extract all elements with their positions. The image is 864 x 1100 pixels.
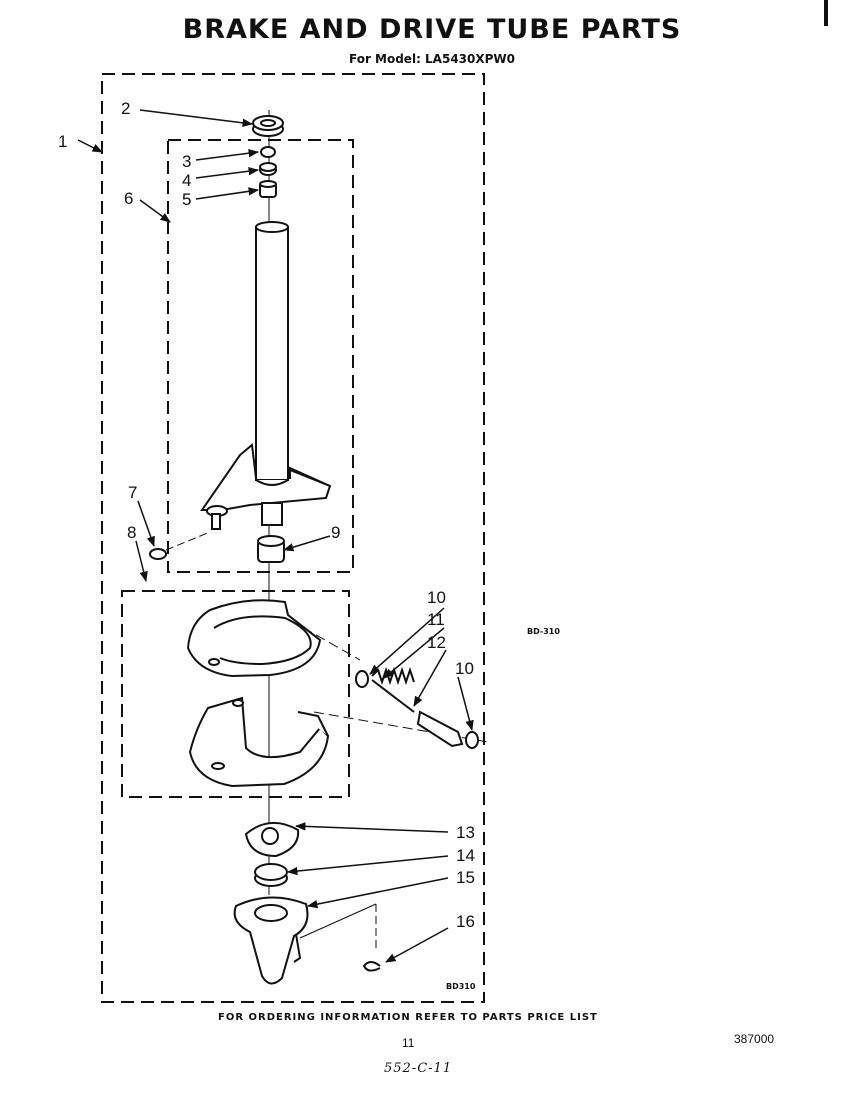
callout-8: 8 (127, 523, 136, 542)
part-washer-7 (149, 548, 167, 560)
callout-15: 15 (456, 868, 475, 887)
drawing-id-corner: BD310 (446, 982, 476, 991)
callout-1: 1 (58, 132, 67, 151)
part-brake-shoe-lower (188, 696, 330, 788)
callout-11: 11 (427, 610, 445, 629)
callout-9: 9 (331, 523, 340, 542)
page-title: BRAKE AND DRIVE TUBE PARTS (182, 14, 682, 45)
assembly-box-8 (121, 590, 350, 798)
callout-6: 6 (124, 189, 133, 208)
callout-16: 16 (456, 912, 475, 931)
ordering-info: FOR ORDERING INFORMATION REFER TO PARTS … (218, 1012, 598, 1023)
part-seal (252, 115, 284, 137)
callout-3: 3 (182, 152, 191, 171)
drawing-id-side: BD-310 (527, 627, 560, 636)
handwritten-note: 552-C-11 (384, 1061, 453, 1076)
part-clip (362, 961, 381, 972)
callout-13: 13 (456, 823, 475, 842)
part-drive-tube (200, 221, 332, 530)
assembly-box-1 (101, 73, 485, 1003)
document-number: 387000 (734, 1032, 775, 1046)
model-subtitle: For Model: LA5430XPW0 (348, 52, 516, 66)
page-number: 11 (402, 1036, 415, 1050)
callout-12: 12 (427, 633, 446, 652)
callout-10a: 10 (427, 588, 446, 607)
callout-2: 2 (121, 99, 130, 118)
callout-4: 4 (182, 171, 191, 190)
part-rings (259, 146, 277, 198)
part-brake-shoe-upper (186, 599, 322, 678)
part-plate (244, 822, 300, 858)
callout-14: 14 (456, 846, 475, 865)
callout-5: 5 (182, 190, 191, 209)
callout-7: 7 (128, 483, 137, 502)
callout-10b: 10 (455, 659, 474, 678)
part-hub (233, 896, 309, 985)
part-clamp-ring (254, 863, 288, 887)
part-bushing (257, 535, 285, 563)
assembly-box-6 (167, 139, 354, 573)
scan-edge-mark (824, 0, 828, 26)
